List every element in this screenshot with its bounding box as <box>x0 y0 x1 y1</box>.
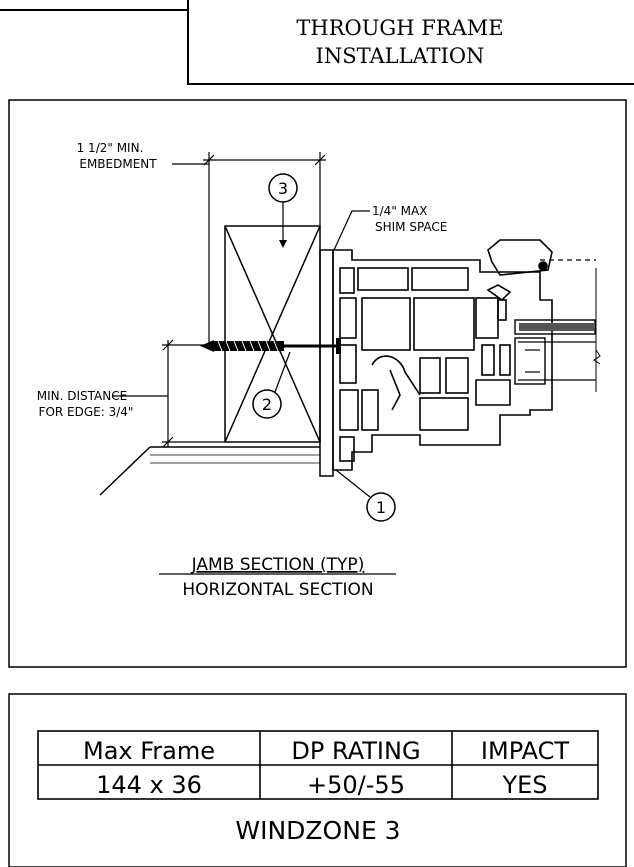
drawing-frame <box>8 99 627 668</box>
substrate-edge <box>99 446 320 496</box>
table-value-dp-rating: +50/-55 <box>307 771 405 799</box>
callout-2: 2 <box>252 389 282 419</box>
section-title: JAMB SECTION (TYP) <box>191 555 365 575</box>
callout-1: 1 <box>366 492 396 522</box>
section-subtitle: HORIZONTAL SECTION <box>182 580 373 600</box>
rating-table <box>37 730 599 800</box>
svg-text:3: 3 <box>278 179 288 198</box>
edge-label-line1: MIN. DISTANCE <box>37 389 127 403</box>
embedment-label-line2: EMBEDMENT <box>79 157 157 171</box>
table-value-impact: YES <box>501 771 547 799</box>
callout-2-leader <box>274 351 291 393</box>
shim-space-leader <box>333 210 370 251</box>
shim-label-line2: SHIM SPACE <box>375 220 447 234</box>
title-line-2: INSTALLATION <box>316 44 485 68</box>
title-line-1: THROUGH FRAME <box>296 16 503 40</box>
edge-label-line2: FOR EDGE: 3/4" <box>39 405 134 419</box>
svg-text:1: 1 <box>376 498 386 517</box>
table-value-max-frame: 144 x 36 <box>96 771 202 799</box>
callout-3-arrow <box>279 240 287 248</box>
embedment-dimension <box>172 152 326 345</box>
callout-3: 3 <box>268 173 298 203</box>
table-header-max-frame: Max Frame <box>83 737 215 765</box>
edge-distance-dimension <box>112 339 225 448</box>
header-title: THROUGH FRAME INSTALLATION <box>296 16 503 68</box>
rating-panel-frame <box>8 693 627 867</box>
wood-buck <box>224 225 321 443</box>
windzone-label: WINDZONE 3 <box>235 816 400 845</box>
table-header-impact: IMPACT <box>481 737 569 765</box>
shim-label-line1: 1/4" MAX <box>372 204 427 218</box>
embedment-label-line1: 1 1/2" MIN. <box>77 141 144 155</box>
fastener-screw <box>200 338 341 354</box>
shim <box>319 249 334 477</box>
window-frame-profile <box>332 239 553 471</box>
sheet-border <box>0 0 634 85</box>
callout-1-leader <box>335 469 371 498</box>
table-header-dp-rating: DP RATING <box>291 737 420 765</box>
svg-text:2: 2 <box>262 395 272 414</box>
glass-unit <box>514 259 601 392</box>
